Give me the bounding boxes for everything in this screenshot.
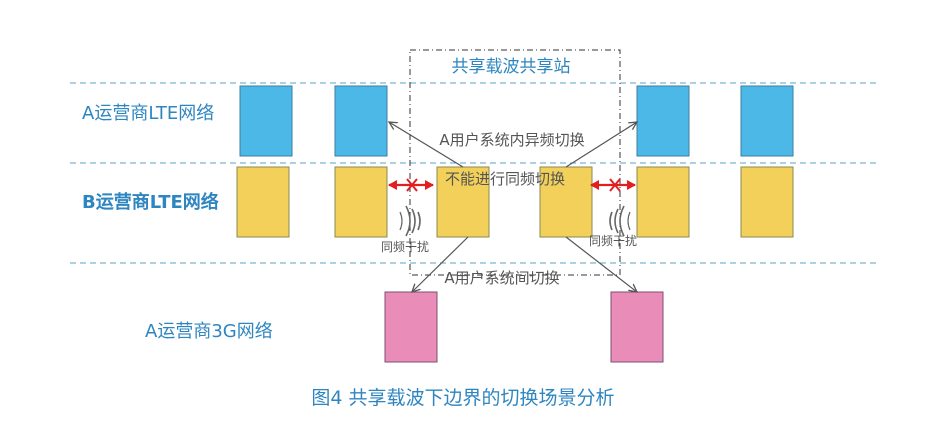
b-lte-cell-shared: [539, 166, 593, 238]
b-lte-cell: [636, 166, 690, 238]
inter-handover-label: A用户系统间切换: [444, 269, 559, 287]
shared-station-title: 共享载波共享站: [452, 57, 571, 77]
b-lte-cell-shared: [436, 166, 490, 238]
intra-handover-arrow-right: [565, 122, 637, 168]
signal-wave-icon: [609, 205, 631, 237]
a-3g-cell: [384, 291, 438, 363]
interference-label-right: 同频干扰: [589, 234, 637, 248]
inter-handover-arrow-right: [565, 236, 637, 292]
no-same-freq-handover-label: 不能进行同频切换: [445, 170, 565, 188]
inter-handover-arrow-left: [412, 236, 469, 292]
a-lte-cell: [740, 85, 794, 157]
a-3g-cell: [610, 291, 664, 363]
b-lte-cell: [334, 166, 388, 238]
blocked-cross-icon: [406, 178, 418, 192]
interference-label-left: 同频干扰: [381, 240, 429, 254]
intra-handover-label: A用户系统内异频切换: [439, 131, 584, 149]
row-label-b-lte: B运营商LTE网络: [82, 191, 219, 213]
a-lte-cell: [636, 85, 690, 157]
a-lte-cell: [239, 85, 293, 157]
b-lte-cell: [740, 166, 794, 238]
blocked-cross-icon: [609, 178, 621, 192]
figure-caption: 图4 共享载波下边界的切换场景分析: [311, 387, 614, 409]
intra-handover-arrow-left: [389, 122, 464, 168]
row-label-a-lte: A运营商LTE网络: [82, 103, 214, 124]
shared-station-box: [409, 49, 621, 276]
a-lte-cell: [334, 85, 388, 157]
b-lte-cell: [236, 166, 290, 238]
signal-wave-icon: [399, 205, 421, 237]
row-label-a-3g: A运营商3G网络: [145, 321, 273, 342]
